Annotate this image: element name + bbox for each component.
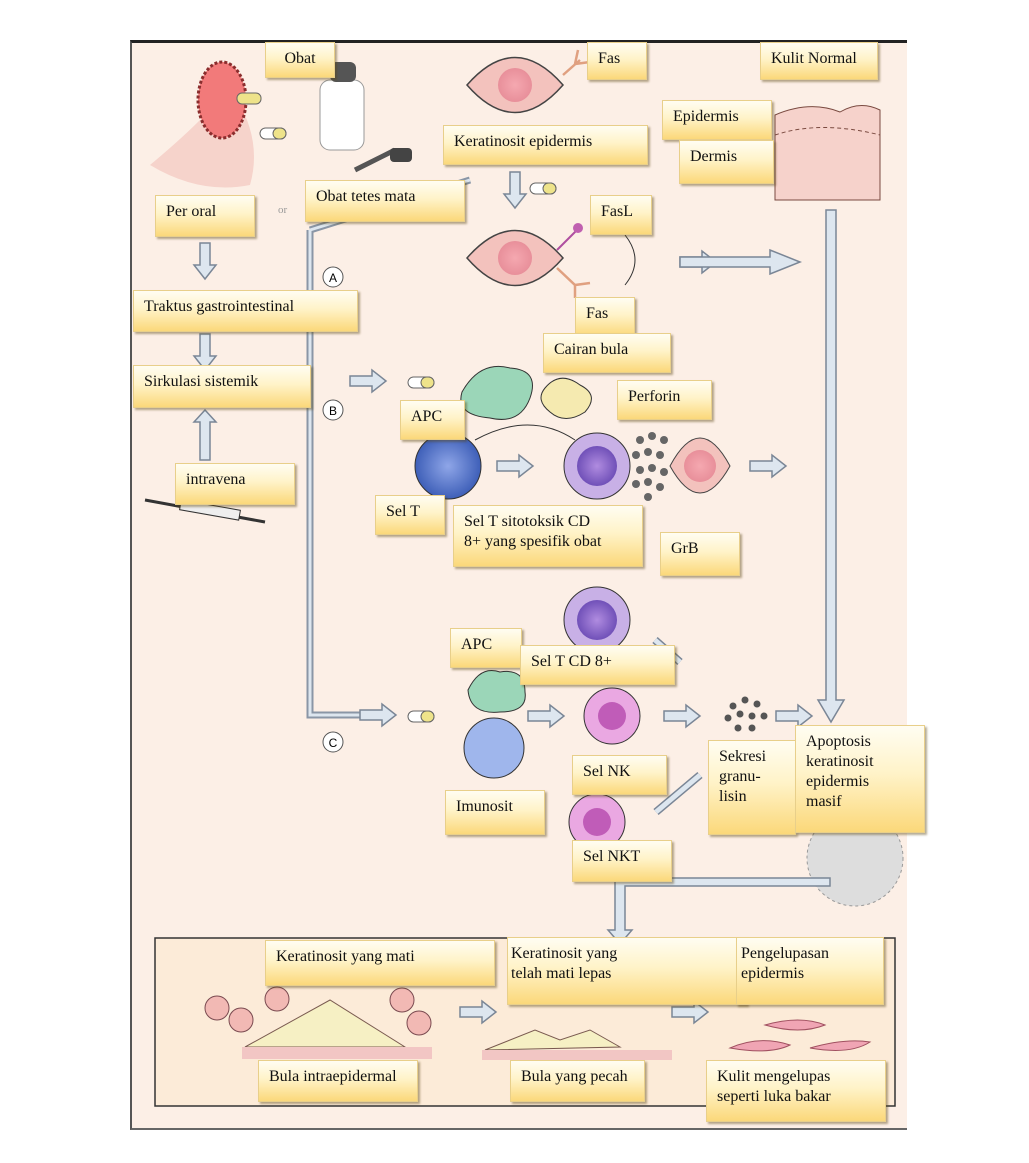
apc-cell [467,670,526,713]
label-fas-bottom: Fas [575,297,635,337]
label-fasl: FasL [590,195,652,235]
label-keratinosit-lepas: Keratinosit yang telah mati lepas [507,937,747,1005]
activation-arrow [474,424,576,441]
capsule-icon [407,710,435,723]
mouth-illustration [150,60,262,188]
label-sel-nkt: Sel NKT [572,840,672,882]
apc-cell [460,366,533,420]
label-cairan-bula: Cairan bula [543,333,671,373]
label-imunosit: Imunosit [445,790,545,835]
label-sel-t: Sel T [375,495,445,535]
eye-drop-bottle-icon [319,62,412,173]
arrow-down [503,171,527,209]
label-bula-intraepidermal: Bula intraepidermal [258,1060,418,1102]
label-perforin: Perforin [617,380,712,420]
capsule-icon [259,127,287,140]
marker-c-text: C [329,736,338,750]
marker-a-text: A [329,271,337,285]
arrow-down-long [816,209,846,724]
arrow-right [775,704,813,728]
label-dermis: Dermis [679,140,774,184]
normal-skin-block [774,105,881,201]
label-kulit-normal: Kulit Normal [760,42,878,80]
marker-b [322,399,344,421]
label-grb: GrB [660,532,740,576]
perforin-granules [632,432,668,501]
label-kulit-mengelupas: Kulit mengelupas seperti luka bakar [706,1060,886,1122]
label-apoptosis: Apoptosis keratinosit epidermis masif [795,725,925,833]
immunocyte-cell [463,717,525,779]
label-sel-nk: Sel NK [572,755,667,795]
label-sekresi-granulisin: Sekresi granu- lisin [708,740,796,835]
ruptured-blister [484,1029,622,1051]
label-obat-tetes-mata: Obat tetes mata [305,180,465,222]
label-sirkulasi: Sirkulasi sistemik [133,365,311,408]
label-intravena: intravena [175,463,295,505]
arrow-down [193,242,217,280]
apoptotic-cell [806,809,904,907]
keratinocyte-fasl-cell [466,223,636,298]
label-obat: Obat [265,42,335,78]
label-apc-c: APC [450,628,522,668]
arrow-right [349,369,387,393]
label-traktus: Traktus gastrointestinal [133,290,358,332]
label-fas-top: Fas [587,42,647,80]
label-keratinosit-epidermis: Keratinosit epidermis [443,125,648,165]
label-sel-t-cd8: Sel T CD 8+ [520,645,675,685]
marker-c [322,731,344,753]
granulysin-granules [724,696,768,732]
peeling-skin [728,1019,872,1052]
label-keratinosit-mati: Keratinosit yang mati [265,940,495,986]
label-bula-pecah: Bula yang pecah [510,1060,645,1102]
arrow-right [527,704,565,728]
arrow-up [192,408,218,461]
blister-fluid [540,377,592,419]
capsule-icon [407,376,435,389]
arrow-right [359,703,397,727]
arrow-right [663,704,701,728]
label-epidermis: Epidermis [662,100,772,140]
arrow-to-outcome [606,877,831,946]
arrow-right [496,454,534,478]
label-pengelupasan: Pengelupasan epidermis [736,937,884,1005]
keratinocyte-cell [466,49,591,114]
marker-a [322,266,344,288]
label-sel-t-sitotoksik: Sel T sitotoksik CD 8+ yang spesifik oba… [453,505,643,567]
marker-b-text: B [329,404,337,418]
or-text: or [278,204,288,216]
dead-keratinocytes [204,986,432,1036]
capsule-icon [529,182,557,195]
arrow-right [749,454,787,478]
label-per-oral: Per oral [155,195,255,237]
label-apc-b: APC [400,400,465,440]
t-cell [414,432,482,500]
